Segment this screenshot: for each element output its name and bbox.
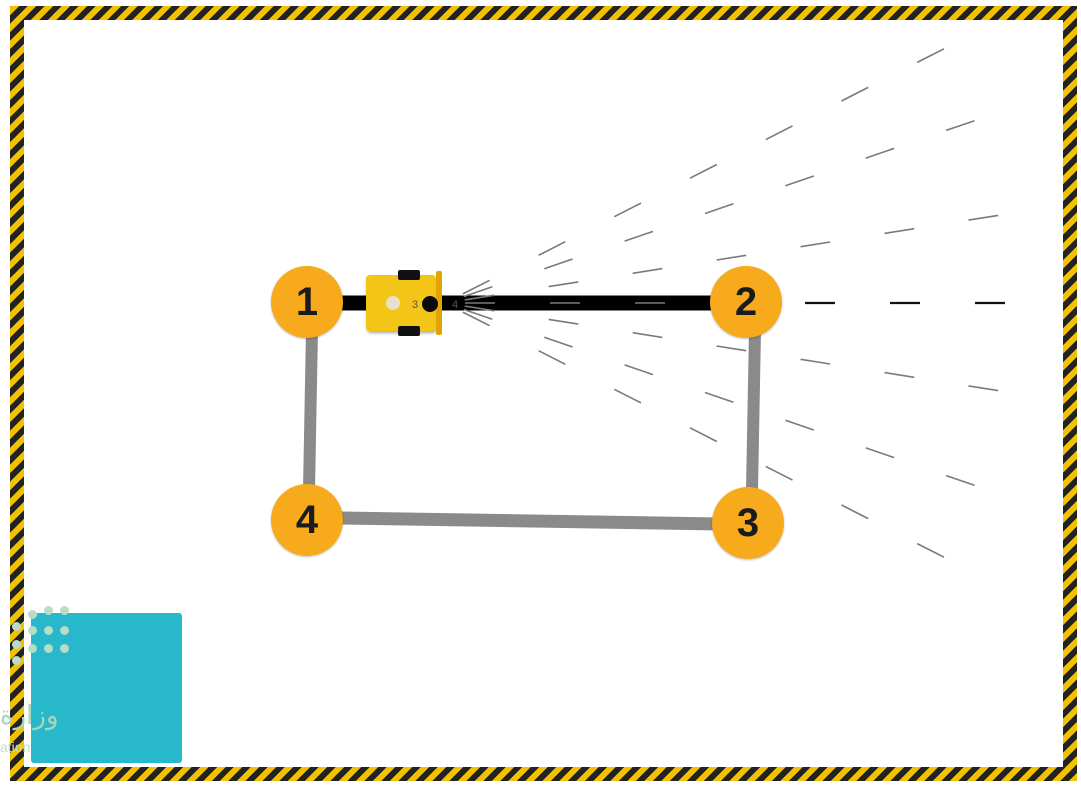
sensor-ray-dash xyxy=(917,544,944,558)
sensor-ray-dash xyxy=(866,448,894,458)
waypoint-2-label: 2 xyxy=(735,282,757,322)
sensor-ray-dash xyxy=(539,351,566,365)
sensor-ray-dash xyxy=(946,476,974,486)
sensor-ray-dash xyxy=(717,346,747,351)
sensor-ray-dash xyxy=(633,333,663,338)
sensor-ray-dash xyxy=(705,204,733,214)
sensor-ray-dash xyxy=(969,215,999,220)
robot-wheel-left xyxy=(398,270,420,280)
sensor-ray-dash xyxy=(842,87,869,101)
path-segment-2-3 xyxy=(752,330,755,490)
waypoint-3-label: 3 xyxy=(737,503,759,543)
robot-wheel-right xyxy=(398,326,420,336)
robot-sensor-label-right: 4 xyxy=(452,299,458,311)
robot-light-icon xyxy=(386,296,400,310)
sensor-ray-dash xyxy=(705,393,733,403)
waypoint-1-label: 1 xyxy=(296,282,318,322)
sensor-ray-dash xyxy=(885,229,915,234)
sensor-ray-dash xyxy=(549,282,579,287)
waypoint-4-label: 4 xyxy=(296,500,318,540)
sensor-ray-dash xyxy=(766,466,793,480)
sensor-ray-dash xyxy=(539,242,566,256)
sensor-ray-dash xyxy=(614,203,641,217)
sensor-ray-dash xyxy=(633,269,663,274)
sensor-ray-dash xyxy=(544,259,572,269)
waypoint-3[interactable]: 3 xyxy=(712,487,784,559)
robot-sensor-icon xyxy=(422,296,438,312)
sensor-ray-dash xyxy=(625,365,653,375)
sensor-ray-dash xyxy=(785,176,813,186)
sensor-ray-dash xyxy=(549,319,579,324)
sensor-ray-dash xyxy=(801,242,831,247)
sensor-ray-dash xyxy=(717,255,747,260)
sensor-ray-dash xyxy=(690,428,717,442)
sensor-ray-dash xyxy=(866,148,894,158)
sensor-ray-dash xyxy=(842,505,869,519)
sensor-ray-dash xyxy=(690,165,717,179)
sensor-ray-dash xyxy=(766,126,793,140)
sensor-ray-dash xyxy=(625,231,653,241)
sensor-ray-dash xyxy=(969,386,999,391)
watermark-subtext: ation xyxy=(0,739,30,755)
sensor-ray-dash xyxy=(801,359,831,364)
watermark-logo-icon xyxy=(2,606,74,666)
watermark-text: وزارة xyxy=(0,700,59,731)
waypoint-2[interactable]: 2 xyxy=(710,266,782,338)
waypoint-1[interactable]: 1 xyxy=(271,266,343,338)
sensor-ray-dash xyxy=(946,121,974,131)
robot-sensor-label-left: 3 xyxy=(412,299,418,311)
path-segment-3-4 xyxy=(340,518,720,524)
waypoint-4[interactable]: 4 xyxy=(271,484,343,556)
sensor-ray-dash xyxy=(614,389,641,403)
robot[interactable]: 3 4 xyxy=(362,271,444,335)
sensor-ray-dash xyxy=(885,373,915,378)
sensor-ray-dash xyxy=(785,420,813,430)
path-segment-4-1 xyxy=(309,330,312,490)
sensor-ray-dash xyxy=(917,49,944,63)
sensor-ray-dash xyxy=(544,337,572,347)
